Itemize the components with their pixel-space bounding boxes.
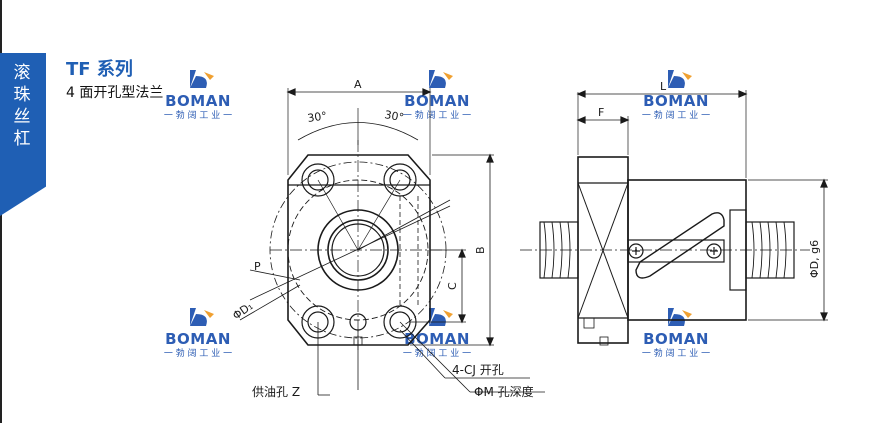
side-view xyxy=(520,90,828,346)
boman-emblem-icon xyxy=(668,70,692,88)
logo-wordmark: BOMAN xyxy=(404,330,470,348)
boman-watermark-logo: BOMAN 一 勃 阔 工 业 一 xyxy=(160,66,236,122)
category-char: 珠 xyxy=(13,85,31,105)
category-tab: 滚 珠 丝 杠 xyxy=(0,53,46,216)
logo-wordmark: BOMAN xyxy=(404,92,470,110)
dim-D-label: ΦD, g6 xyxy=(808,240,821,278)
dim-B-label: B xyxy=(474,246,487,254)
dim-D1-label: ΦD₁ xyxy=(230,299,255,322)
logo-tagline: 一 勃 阔 工 业 一 xyxy=(641,349,711,359)
boman-emblem-icon xyxy=(190,308,214,326)
front-view xyxy=(239,88,545,396)
callout-holes: 4-CJ 开孔 xyxy=(452,363,504,377)
boman-emblem-icon xyxy=(190,70,214,88)
boman-watermark-logo: BOMAN 一 勃 阔 工 业 一 xyxy=(638,66,714,122)
callout-counterbore: ΦM 孔深度 xyxy=(474,384,534,399)
screw-head-icon xyxy=(706,243,722,259)
dim-A-label: A xyxy=(354,78,362,91)
dim-C-label: C xyxy=(446,282,459,290)
logo-wordmark: BOMAN xyxy=(165,92,231,110)
dim-F-label: F xyxy=(598,106,604,119)
category-char: 杠 xyxy=(13,129,31,149)
boman-emblem-icon xyxy=(429,70,453,88)
logo-tagline: 一 勃 阔 工 业 一 xyxy=(402,111,472,121)
logo-tagline: 一 勃 阔 工 业 一 xyxy=(163,111,233,121)
series-subtitle: 4 面开孔型法兰 xyxy=(66,85,164,101)
angle-right-label: 30° xyxy=(383,108,404,124)
series-title: TF 系列 xyxy=(66,59,133,80)
bolt-hole xyxy=(301,163,335,197)
angle-left-label: 30° xyxy=(307,109,328,125)
category-char: 滚 xyxy=(13,63,31,83)
dim-L-label: L xyxy=(660,80,667,93)
boman-watermark-logo: BOMAN 一 勃 阔 工 业 一 xyxy=(399,66,475,122)
callout-oil-hole: 供油孔 Z xyxy=(252,385,300,399)
category-char: 丝 xyxy=(13,107,31,127)
logo-wordmark: BOMAN xyxy=(643,330,709,348)
logo-wordmark: BOMAN xyxy=(643,92,709,110)
logo-wordmark: BOMAN xyxy=(165,330,231,348)
boman-watermark-logo: BOMAN 一 勃 阔 工 业 一 xyxy=(160,304,236,360)
logo-tagline: 一 勃 阔 工 业 一 xyxy=(641,111,711,121)
logo-tagline: 一 勃 阔 工 业 一 xyxy=(402,349,472,359)
dim-P-label: P xyxy=(254,260,261,273)
screw-head-icon xyxy=(628,243,644,259)
logo-tagline: 一 勃 阔 工 业 一 xyxy=(163,349,233,359)
